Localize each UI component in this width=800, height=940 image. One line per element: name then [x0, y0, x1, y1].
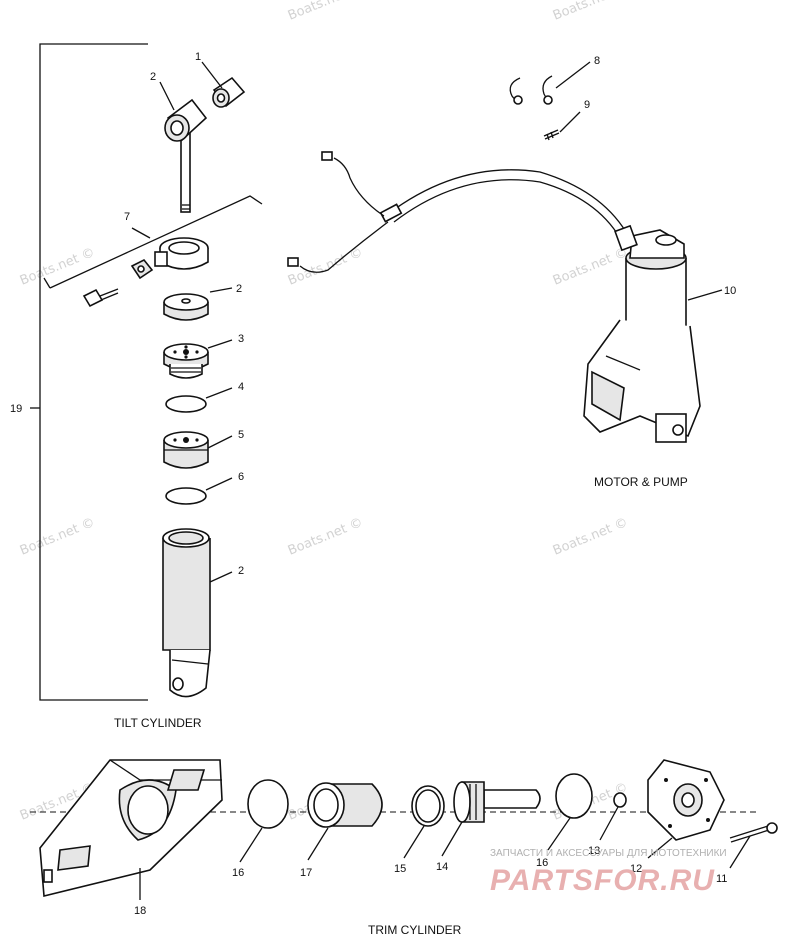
brand-site: PARTSFOR.RU [490, 864, 715, 897]
callout-4: 4 [238, 381, 244, 393]
callout-3: 3 [238, 333, 244, 345]
callout-2: 2 [238, 565, 244, 577]
callout-2: 2 [150, 71, 156, 83]
callout-9: 9 [584, 99, 590, 111]
callout-7: 7 [124, 211, 130, 223]
brand-tagline: ЗАПЧАСТИ И АКСЕССУАРЫ ДЛЯ МОТОТЕХНИКИ [490, 848, 727, 859]
callout-10: 10 [724, 285, 736, 297]
part-15-o-ring-inner [415, 789, 441, 823]
watermark: Boats.net © [286, 245, 365, 289]
watermark: Boats.net © [286, 515, 365, 559]
motor-wiring [287, 151, 627, 273]
section-label-tilt-cylinder: TILT CYLINDER [114, 716, 202, 730]
part-13-ball [613, 792, 627, 808]
part-7-clamp [43, 195, 263, 308]
motor-callouts: 8 9 10 [555, 55, 736, 301]
part-6-o-ring [165, 487, 207, 505]
watermark: Boats.net © [551, 515, 630, 559]
part-2-cylinder-eye [164, 98, 208, 213]
callout-11: 11 [716, 873, 727, 885]
part-10-motor-pump [583, 224, 701, 443]
part-1-bushing [212, 76, 246, 108]
part-2-cap [163, 293, 209, 321]
part-14-piston-rod [453, 781, 541, 823]
section-label-motor-pump: MOTOR & PUMP [594, 475, 688, 489]
part-4-o-ring [165, 395, 207, 413]
watermark: Boats.net © [18, 515, 97, 559]
part-16-seal-2 [555, 773, 593, 819]
callout-13: 13 [588, 845, 600, 857]
watermark: Boats.net © [18, 245, 97, 289]
part-11-screw [729, 822, 778, 843]
callout-5: 5 [238, 429, 244, 441]
callout-18: 18 [134, 905, 146, 917]
trim-callouts: 16 17 15 14 16 13 12 11 18 [134, 806, 751, 917]
part-5-piston [163, 431, 209, 469]
callout-19: 19 [10, 403, 22, 415]
watermark: Boats.net © [551, 245, 630, 289]
watermark: Boats.net © [286, 0, 365, 24]
callout-12: 12 [630, 863, 642, 875]
part-18-trim-housing [39, 759, 223, 898]
callout-1: 1 [195, 51, 201, 63]
part-12-end-cap [647, 759, 725, 841]
callout-16: 16 [232, 867, 244, 879]
callout-15: 15 [394, 863, 406, 875]
callout-16: 16 [536, 857, 548, 869]
part-2-cylinder-body [162, 528, 211, 698]
part-3-piston [163, 343, 209, 379]
callout-2: 2 [236, 283, 242, 295]
callout-14: 14 [436, 861, 448, 873]
callout-8: 8 [594, 55, 600, 67]
tilt-callouts: 1 2 7 2 3 4 5 6 2 19 [10, 51, 244, 583]
watermark: Boats.net © [551, 0, 630, 24]
callout-17: 17 [300, 867, 312, 879]
part-16-seal [247, 779, 289, 829]
part-9-screw [543, 129, 560, 141]
section-label-trim-cylinder: TRIM CYLINDER [368, 923, 462, 937]
part-17-sleeve [307, 782, 383, 828]
part-8-clips [509, 75, 553, 105]
assembly-bracket-19 [30, 43, 148, 701]
callout-6: 6 [238, 471, 244, 483]
